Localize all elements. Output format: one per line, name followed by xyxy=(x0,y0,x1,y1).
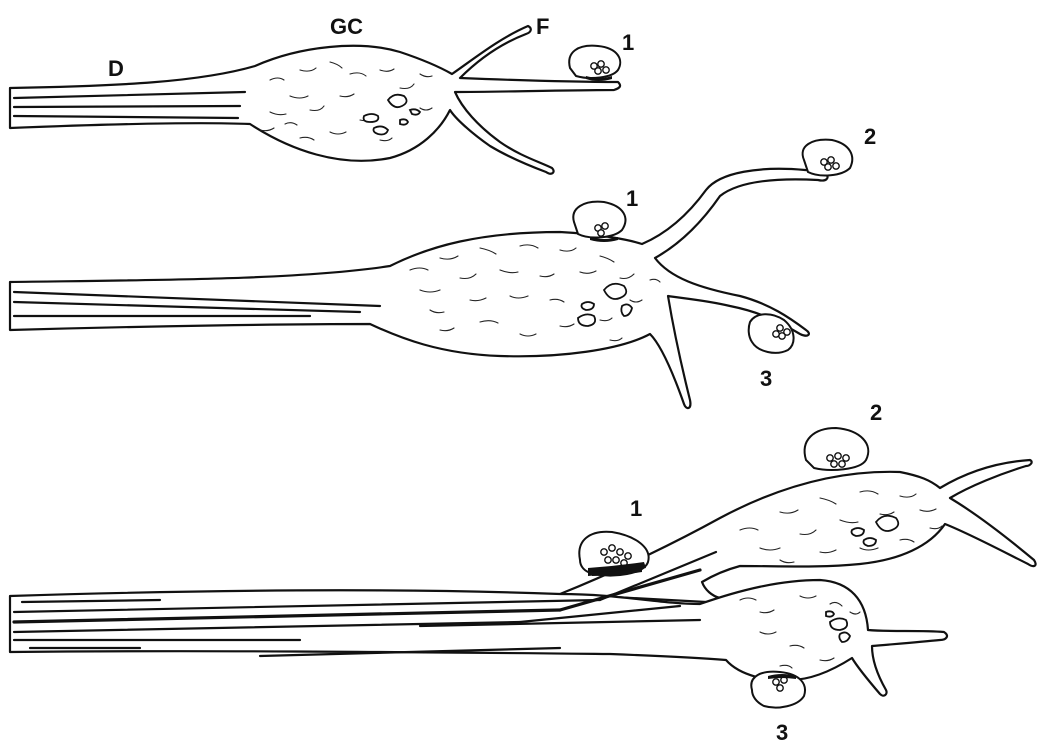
label-growth-cone: GC xyxy=(330,14,363,39)
synaptic-vesicle xyxy=(777,325,783,331)
synaptic-vesicle xyxy=(825,164,831,170)
panel-1-neurite xyxy=(10,26,620,174)
synaptic-vesicle xyxy=(609,545,615,551)
label-contact-2: 2 xyxy=(864,124,876,149)
synaptic-vesicle xyxy=(602,223,608,229)
label-contact-3: 3 xyxy=(776,720,788,742)
synaptic-vesicle xyxy=(625,553,631,559)
panel-3 xyxy=(10,428,1036,708)
panel-3-contact-1 xyxy=(579,532,648,576)
panel-2-organelle xyxy=(582,302,595,310)
panel-2-organelle xyxy=(578,314,595,326)
label-filopodium: F xyxy=(536,14,549,39)
panel-3-organelle xyxy=(864,538,877,546)
synaptic-vesicle xyxy=(595,68,601,74)
panel-1-organelle xyxy=(400,119,408,124)
label-contact-1: 1 xyxy=(626,186,638,211)
synaptic-vesicle xyxy=(839,461,845,467)
panel-2-neurite xyxy=(10,169,828,408)
synaptic-vesicle xyxy=(827,455,833,461)
label-contact-1: 1 xyxy=(622,30,634,55)
growth-cone-2-outline xyxy=(10,169,828,408)
panel-1-contact-1 xyxy=(569,46,620,81)
panel-2-contact-1 xyxy=(573,202,625,242)
growth-cone-1-outline xyxy=(10,26,620,174)
panel-3-contact-2 xyxy=(805,428,869,470)
synaptic-vesicle xyxy=(601,549,607,555)
presynaptic-terminal xyxy=(569,46,620,78)
panel-1 xyxy=(10,26,620,174)
panel-1-organelle xyxy=(364,114,379,122)
label-contact-1: 1 xyxy=(630,496,642,521)
synaptic-vesicle xyxy=(835,453,841,459)
panel-2 xyxy=(10,140,852,408)
synaptic-vesicle xyxy=(833,163,839,169)
synaptic-vesicle xyxy=(828,157,834,163)
synaptic-vesicle xyxy=(605,557,611,563)
synaptic-vesicle xyxy=(603,67,609,73)
panel-1-fiber-b xyxy=(14,106,240,107)
panel-3-organelle xyxy=(826,611,834,616)
panel-1-organelle xyxy=(374,126,389,134)
synaptic-vesicle xyxy=(617,549,623,555)
panel-1-organelle xyxy=(410,109,420,114)
panel-3-neurite xyxy=(10,460,1036,696)
synaptic-vesicle xyxy=(598,230,604,236)
growth-cone-3b-outline xyxy=(10,580,947,696)
synaptic-vesicle xyxy=(773,331,779,337)
synaptic-vesicle xyxy=(843,455,849,461)
panel-3-contact-3 xyxy=(751,672,805,708)
synaptic-vesicle xyxy=(598,61,604,67)
label-dendrite: D xyxy=(108,56,124,81)
panel-3-organelle xyxy=(830,618,847,630)
label-contact-3: 3 xyxy=(760,366,772,391)
label-contact-2: 2 xyxy=(870,400,882,425)
synaptic-vesicle xyxy=(777,685,783,691)
synaptic-vesicle xyxy=(773,679,779,685)
synaptic-vesicle xyxy=(613,557,619,563)
synaptic-vesicle xyxy=(831,461,837,467)
panel-2-contact-2 xyxy=(803,140,853,176)
panel-3-organelle xyxy=(852,528,865,536)
